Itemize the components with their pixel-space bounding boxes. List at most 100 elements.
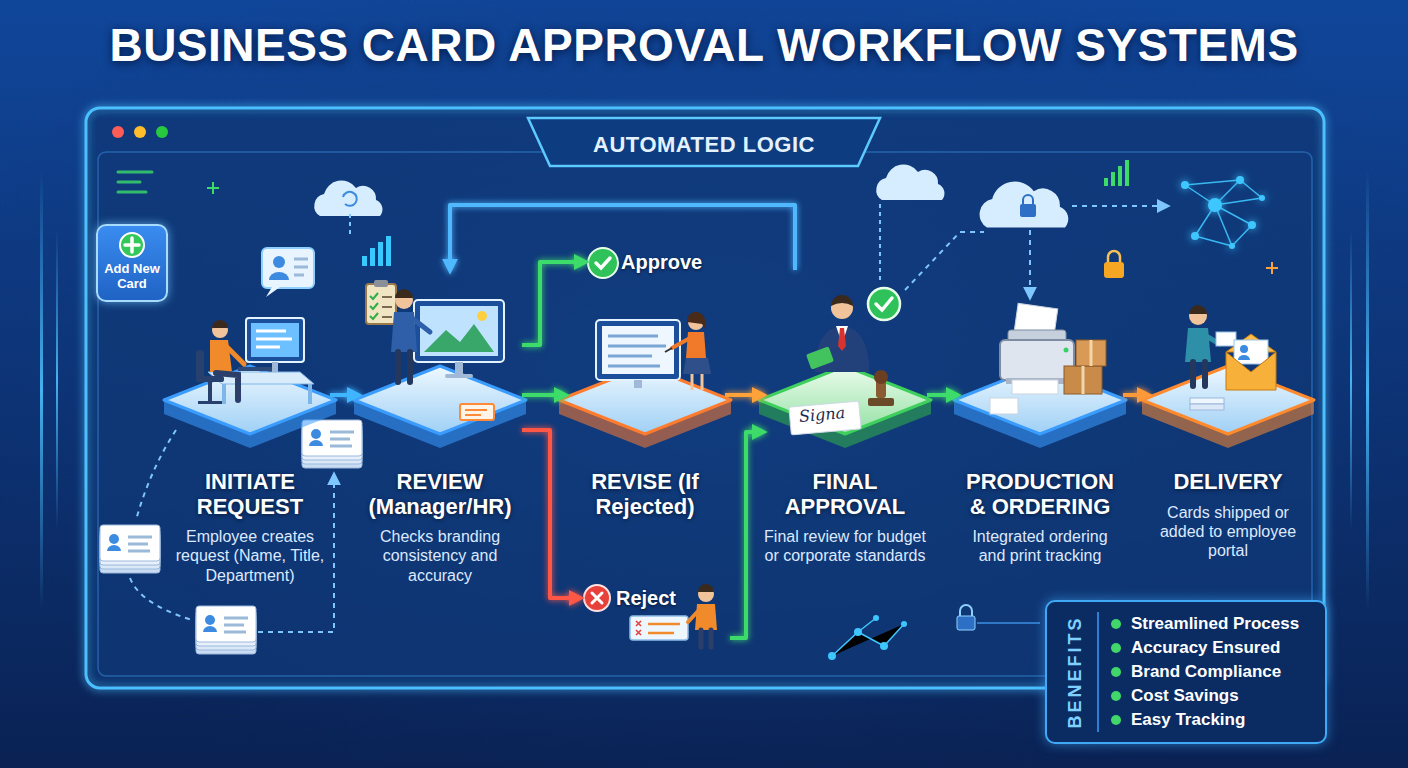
tab-label: AUTOMATED LOGIC	[560, 126, 848, 164]
stage-platform	[759, 366, 931, 434]
text-row: REVISE (If Rejected)	[565, 470, 725, 519]
text-row: Checks branding consistency and accuracy	[358, 527, 522, 585]
benefits-panel: BENEFITSStreamlined ProcessAccuracy Ensu…	[1045, 600, 1327, 744]
delivery-figure	[1238, 355, 1250, 360]
decoration	[196, 606, 256, 654]
printer-figure	[1083, 340, 1091, 394]
decoration	[1185, 180, 1262, 246]
benefit-item: Accuracy Ensured	[1131, 636, 1280, 660]
delivery-figure	[1185, 328, 1211, 362]
decoration	[1104, 178, 1108, 186]
decoration	[832, 618, 904, 656]
decoration	[362, 236, 391, 266]
approval-figure	[868, 398, 894, 406]
revise-figure	[596, 320, 680, 380]
request-figure	[262, 248, 314, 288]
approval-figure	[868, 288, 900, 320]
decoration	[100, 160, 1278, 660]
review-figure	[445, 374, 473, 378]
decoration	[1236, 176, 1244, 184]
review-figure	[460, 404, 494, 420]
approval-figure	[789, 288, 900, 435]
flow-arrow	[522, 393, 565, 397]
bubble-text: Add New Card	[104, 261, 160, 291]
revise-figure	[686, 332, 706, 358]
printer-figure	[990, 303, 1106, 414]
text-row: AUTOMATED LOGIC	[560, 132, 848, 158]
decoration	[343, 192, 357, 206]
text-row: Easy Tracking	[1111, 708, 1313, 732]
delivery-figure	[1190, 404, 1224, 410]
app-window	[112, 126, 124, 138]
delivery-figure	[1226, 352, 1276, 390]
revise-figure	[683, 358, 711, 374]
decoration	[207, 182, 219, 194]
reject-figure	[695, 604, 717, 630]
decoration	[1266, 262, 1278, 274]
revise-figure	[687, 312, 706, 330]
approve-icon	[588, 248, 618, 278]
decoration	[1259, 195, 1265, 201]
flow-arrow	[725, 393, 763, 397]
decoration	[854, 628, 862, 636]
background	[1350, 230, 1352, 530]
decoration	[100, 525, 160, 573]
delivery-figure	[1185, 305, 1276, 410]
stage-description: Cards shipped or added to employee porta…	[1160, 504, 1296, 559]
decoration	[130, 578, 192, 620]
review-figure	[424, 324, 494, 352]
badge-label: Reject	[616, 587, 676, 609]
text-row: DELIVERY	[1148, 470, 1308, 495]
request-figure	[269, 272, 289, 280]
background	[40, 170, 43, 610]
revise-figure	[602, 326, 674, 374]
text-row: Add New Card	[102, 262, 162, 292]
bullet-dot	[1111, 667, 1121, 677]
delivery-figure	[1189, 305, 1207, 314]
delivery-figure	[1190, 398, 1224, 404]
text-row: INITIATE REQUEST	[170, 470, 330, 519]
benefit-item: Brand Compliance	[1131, 660, 1281, 684]
reject-figure	[701, 630, 711, 647]
benefit-item: Cost Savings	[1131, 684, 1239, 708]
reject-figure	[630, 616, 688, 640]
text-row: Reject	[616, 586, 722, 610]
decoration	[1118, 166, 1122, 186]
stage-description: Final review for budget or corporate sta…	[764, 528, 926, 564]
flow-arrow	[730, 432, 763, 638]
request-figure	[266, 287, 280, 297]
bullet-dot	[1111, 715, 1121, 725]
divider-line	[1097, 612, 1099, 732]
decoration	[370, 248, 375, 266]
decoration	[302, 420, 362, 468]
request-figure	[198, 401, 222, 404]
decoration	[136, 430, 176, 520]
text-row: Cost Savings	[1111, 684, 1313, 708]
reject-figure	[648, 624, 680, 633]
decoration	[1029, 230, 1031, 298]
decoration	[828, 615, 907, 660]
decoration	[873, 615, 879, 621]
app-window	[528, 118, 880, 166]
decoration	[1104, 262, 1124, 278]
stage-platform	[354, 366, 526, 448]
text-row: REVIEW (Manager/HR)	[358, 470, 522, 519]
printer-figure	[1012, 380, 1058, 394]
printer-figure	[990, 398, 1018, 414]
process-stage: REVISE (If Rejected)	[565, 300, 725, 519]
badge-label: Approve	[621, 251, 702, 273]
stage-description: Checks branding consistency and accuracy	[380, 528, 500, 583]
text-row: BENEFITS	[1065, 615, 1086, 728]
review-figure	[366, 284, 396, 324]
text-row: Integrated ordering and print tracking	[957, 527, 1123, 565]
review-figure	[395, 289, 413, 298]
approval-figure	[806, 346, 834, 369]
reject-figure	[592, 593, 602, 603]
decoration	[980, 182, 1069, 228]
reject-figure	[584, 585, 610, 611]
decoration	[1208, 198, 1222, 212]
review-figure	[398, 352, 410, 382]
decoration	[1181, 181, 1189, 189]
printer-figure	[1000, 340, 1074, 380]
